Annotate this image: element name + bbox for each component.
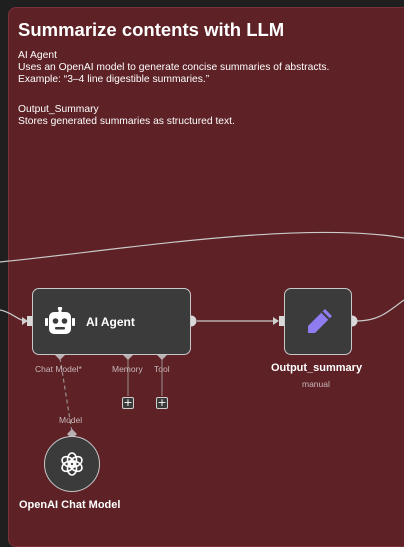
chat-model-port-label: Chat Model* [35, 364, 82, 374]
memory-port-label: Memory [112, 364, 143, 374]
output-summary-subtitle: manual [302, 379, 330, 389]
output-summary-title: Output_summary [271, 362, 363, 374]
arrow-head-icon [273, 317, 279, 325]
note-line-output-heading: Output_Summary [18, 104, 99, 115]
openai-icon [61, 452, 83, 476]
ai-agent-label: AI Agent [86, 315, 135, 329]
add-tool-button[interactable]: + [156, 396, 168, 409]
model-connection-label: Model [59, 415, 83, 425]
summary-output-wire[interactable] [356, 299, 404, 322]
note-line-output-description: Stores generated summaries as structured… [18, 116, 235, 127]
note-line-agent-example: Example: “3–4 line digestible summaries.… [18, 74, 210, 85]
note-line-agent-heading: AI Agent [18, 50, 57, 61]
model-connection-wire[interactable] [59, 357, 73, 433]
output-summary-node[interactable] [284, 288, 352, 355]
tool-port-label: Tool [154, 364, 170, 374]
incoming-connection-wire[interactable] [0, 231, 404, 263]
agent-input-port[interactable] [27, 316, 32, 326]
add-memory-button[interactable]: + [122, 396, 134, 409]
summary-input-port[interactable] [279, 316, 284, 326]
note-line-agent-description: Uses an OpenAI model to generate concise… [18, 62, 330, 73]
arrow-head-icon [22, 317, 28, 325]
pencil-icon [308, 309, 332, 333]
robot-icon [45, 307, 75, 334]
ai-agent-node[interactable]: AI Agent [32, 288, 191, 355]
openai-chat-model-title: OpenAI Chat Model [19, 499, 121, 511]
openai-chat-model-node[interactable] [44, 436, 100, 492]
sticky-note-title: Summarize contents with LLM [18, 19, 285, 40]
